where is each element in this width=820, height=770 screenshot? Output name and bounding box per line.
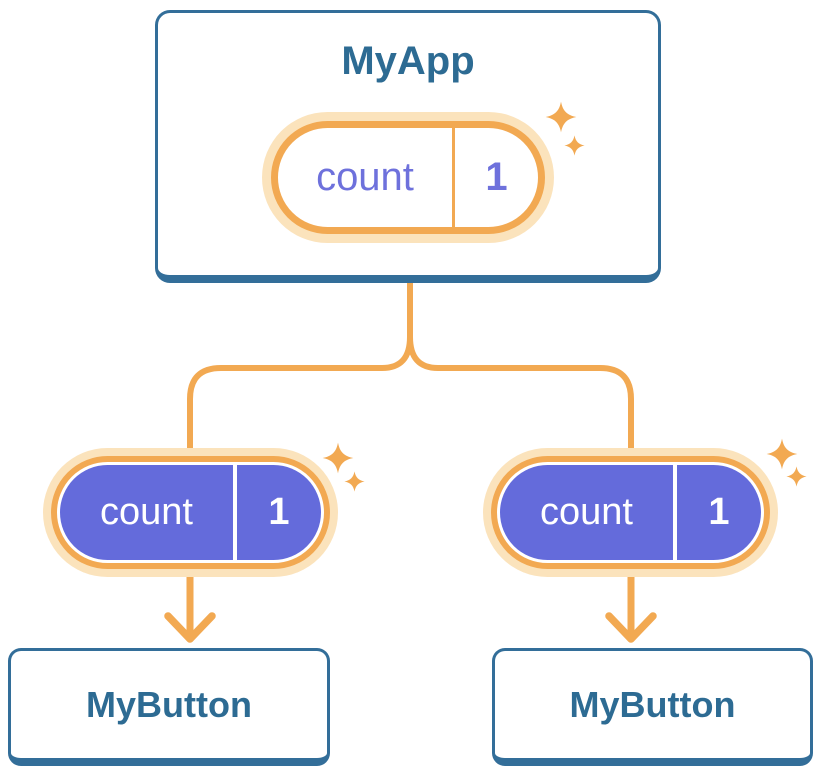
connector-right-branch	[407, 280, 634, 455]
sparkle-icon	[545, 101, 577, 133]
sparkle-icon	[766, 438, 798, 470]
prop-pill-value: 1	[708, 491, 730, 533]
sparkle-icon	[344, 471, 365, 492]
sparkle-icon	[564, 135, 585, 156]
prop-pill-body: count 1	[500, 465, 761, 560]
prop-pill-label: count	[540, 491, 633, 533]
arrow-down-right-icon	[605, 573, 657, 643]
pill-divider	[673, 465, 677, 560]
prop-pill-right: count 1	[483, 448, 778, 577]
component-title: MyButton	[569, 683, 736, 725]
pill-divider	[452, 128, 455, 227]
state-pill-label: count	[316, 155, 414, 199]
sparkle-icon	[786, 466, 807, 487]
sparkle-icon	[322, 442, 354, 474]
prop-pill-left: count 1	[43, 448, 338, 577]
connector-left-branch	[187, 280, 413, 455]
prop-pill-body: count 1	[60, 465, 321, 560]
state-pill-ring: count 1	[271, 121, 545, 234]
state-pill: count 1	[262, 112, 554, 243]
component-node-myapp: MyApp count 1	[155, 10, 661, 283]
component-node-mybutton-right: MyButton	[492, 648, 813, 766]
prop-pill-value: 1	[268, 491, 290, 533]
prop-pill-label: count	[100, 491, 193, 533]
state-pill-value: 1	[485, 155, 508, 199]
arrow-down-left-icon	[164, 573, 216, 643]
state-pill-body: count 1	[278, 128, 538, 227]
component-title: MyButton	[86, 683, 252, 725]
pill-divider	[233, 465, 237, 560]
prop-pill-ring: count 1	[491, 456, 770, 569]
component-node-mybutton-left: MyButton	[8, 648, 330, 766]
component-title: MyApp	[341, 39, 475, 83]
prop-pill-ring: count 1	[51, 456, 330, 569]
